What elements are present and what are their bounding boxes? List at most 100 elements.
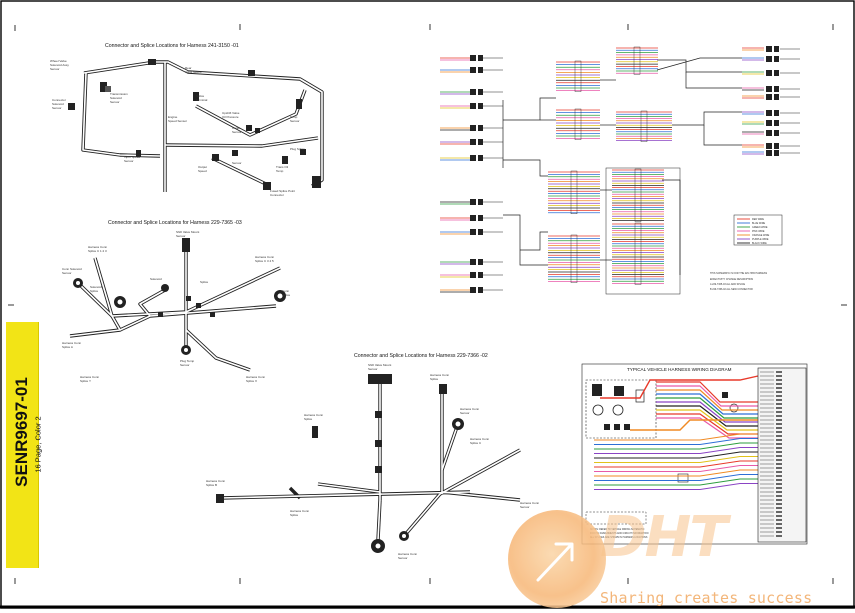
svg-text:Shift Valve Mount: Shift Valve Mount <box>176 230 199 234</box>
svg-text:Harness Conn: Harness Conn <box>430 373 450 377</box>
svg-text:BLUE WIRE: BLUE WIRE <box>752 222 766 225</box>
svg-text:BLACK WIRE: BLACK WIRE <box>752 242 767 245</box>
harness-title-3: Connector and Splice Locations for Harne… <box>354 353 488 359</box>
input-connectors <box>440 55 503 293</box>
svg-text:Sensor: Sensor <box>368 367 378 371</box>
svg-text:Connector: Connector <box>52 98 66 102</box>
svg-text:Harness Conn: Harness Conn <box>520 501 540 505</box>
svg-text:Splice C: Splice C <box>470 441 482 445</box>
svg-text:Conn Solenoid: Conn Solenoid <box>62 267 82 271</box>
svg-text:Fused Splice Point: Fused Splice Point <box>270 189 295 193</box>
vehicle-harness-diagram: TYPICAL VEHICLE HARNESS WIRING DIAGRAM N… <box>581 363 808 545</box>
svg-text:Splice C 3 4 5: Splice C 3 4 5 <box>255 259 274 263</box>
svg-text:Harness Conn: Harness Conn <box>206 479 226 483</box>
harness-title-2: Connector and Splice Locations for Harne… <box>108 220 242 226</box>
svg-text:Splice C 1 2 3: Splice C 1 2 3 <box>88 249 107 253</box>
svg-text:Sensor: Sensor <box>62 271 72 275</box>
svg-text:Connector: Connector <box>270 193 284 197</box>
svg-text:EFFECTIVITY CHANGE DESCRIPTI: EFFECTIVITY CHANGE DESCRIPTION <box>710 278 753 281</box>
svg-text:Solenoid Assy: Solenoid Assy <box>50 63 69 67</box>
svg-text:Speed: Speed <box>198 169 207 173</box>
svg-text:Splice X: Splice X <box>246 379 257 383</box>
svg-text:Temp: Temp <box>276 169 284 173</box>
watermark-logo <box>508 510 606 608</box>
svg-text:Conn: Conn <box>282 289 290 293</box>
svg-text:Harness Conn: Harness Conn <box>88 245 108 249</box>
svg-text:Temp: Temp <box>290 115 298 119</box>
svg-text:FOR PIN ASSIGNMENTS AND CIRCUI: FOR PIN ASSIGNMENTS AND CIRCUIT INFORMAT… <box>590 532 649 535</box>
svg-text:Sensor: Sensor <box>176 234 186 238</box>
output-connectors <box>742 46 800 156</box>
svg-text:Sensor: Sensor <box>290 119 300 123</box>
svg-text:Splice Y: Splice Y <box>80 379 91 383</box>
svg-text:Harness Conn: Harness Conn <box>62 341 82 345</box>
svg-text:RED WIRE: RED WIRE <box>752 218 764 221</box>
svg-text:Harness Conn: Harness Conn <box>304 413 324 417</box>
svg-text:Harness Conn: Harness Conn <box>290 509 310 513</box>
watermark-letters: DHT <box>600 505 728 570</box>
svg-text:Trans Oil: Trans Oil <box>276 165 288 169</box>
svg-text:Sensor: Sensor <box>124 159 134 163</box>
svg-text:Plug Splice: Plug Splice <box>290 147 305 151</box>
harness-title-1: Connector and Splice Locations for Harne… <box>105 43 239 49</box>
svg-text:PURPLE WIRE: PURPLE WIRE <box>752 238 769 241</box>
svg-text:Terminal: Terminal <box>196 98 208 102</box>
svg-text:Shift Valve Mount: Shift Valve Mount <box>368 363 391 367</box>
trim-marks <box>8 24 847 584</box>
svg-text:Sensor: Sensor <box>110 100 120 104</box>
svg-text:Output: Output <box>198 165 207 169</box>
svg-text:A 229-7365-03 ALL ADD SP: A 229-7365-03 ALL ADD SPLICE <box>710 283 746 286</box>
svg-text:Solenoid: Solenoid <box>52 102 64 106</box>
svg-text:Solenoid: Solenoid <box>110 96 122 100</box>
harness-diagram-3: Connector and Splice Locations for Harne… <box>206 353 540 560</box>
svg-text:Sensor: Sensor <box>232 161 242 165</box>
svg-text:Rear: Rear <box>185 66 192 70</box>
svg-text:Solenoid: Solenoid <box>150 277 162 281</box>
watermark-tagline: Sharing creates success <box>600 589 813 607</box>
document-tab <box>6 322 39 568</box>
svg-text:Plug Temp: Plug Temp <box>180 359 194 363</box>
svg-text:Sensor: Sensor <box>460 411 470 415</box>
svg-text:Harness Conn: Harness Conn <box>255 255 275 259</box>
svg-text:Harness Conn: Harness Conn <box>80 375 100 379</box>
vehicle-diagram-title: TYPICAL VEHICLE HARNESS WIRING DIAGRAM <box>627 367 732 372</box>
svg-text:ORANGE WIRE: ORANGE WIRE <box>752 234 770 237</box>
document-number: SENR9697-01 <box>12 377 31 487</box>
svg-text:Splice: Splice <box>282 293 291 297</box>
svg-text:Sensor: Sensor <box>50 67 60 71</box>
wire-bundles <box>548 46 681 295</box>
svg-text:GREEN WIRE: GREEN WIRE <box>752 226 768 229</box>
harness-diagram-1: Connector and Splice Locations for Harne… <box>50 43 324 197</box>
svg-text:Sensor: Sensor <box>180 363 190 367</box>
svg-text:Harness Conn: Harness Conn <box>460 407 480 411</box>
svg-text:Splice: Splice <box>90 289 99 293</box>
svg-text:Solenoid: Solenoid <box>90 285 102 289</box>
svg-text:PINK WIRE: PINK WIRE <box>752 230 765 233</box>
svg-text:Transmission: Transmission <box>110 92 128 96</box>
svg-text:Oil Pressure: Oil Pressure <box>222 115 239 119</box>
svg-text:Splice: Splice <box>304 417 313 421</box>
svg-text:Splice: Splice <box>196 94 205 98</box>
svg-text:Sensor: Sensor <box>232 130 242 134</box>
svg-text:THIS SCHEMATIC IS FOR THE 229-: THIS SCHEMATIC IS FOR THE 229-7365 HARNE… <box>710 272 767 275</box>
svg-text:Harness Conn: Harness Conn <box>470 437 490 441</box>
page-info: 16 Page, Color 2 <box>33 416 43 473</box>
svg-text:B 229-7366-02 ALL NEW CO: B 229-7366-02 ALL NEW CONNECTOR <box>710 288 753 291</box>
svg-text:Harness Conn: Harness Conn <box>398 552 418 556</box>
schematic-notes: THIS SCHEMATIC IS FOR THE 229-7365 HARNE… <box>710 272 767 291</box>
svg-text:Splice A: Splice A <box>62 345 73 349</box>
document-tab-text: SENR9697-01 16 Page, Color 2 <box>6 322 43 568</box>
svg-text:Engine: Engine <box>168 115 178 119</box>
svg-text:Speed Sensor: Speed Sensor <box>168 119 187 123</box>
svg-text:Outlet: Outlet <box>232 126 240 130</box>
svg-text:ALL SPLICES ARE SHOWN IN HARNE: ALL SPLICES ARE SHOWN IN HARNESS LOCATIO… <box>590 536 648 539</box>
svg-text:Input Speed: Input Speed <box>124 155 141 159</box>
svg-text:Splice B: Splice B <box>206 483 217 487</box>
svg-text:Wheel Valve: Wheel Valve <box>50 59 67 63</box>
harness-diagram-2: Connector and Splice Locations for Harne… <box>62 220 291 383</box>
svg-text:Valve Mount: Valve Mount <box>185 70 202 74</box>
svg-text:Splice: Splice <box>430 377 439 381</box>
svg-text:Splice: Splice <box>290 513 299 517</box>
